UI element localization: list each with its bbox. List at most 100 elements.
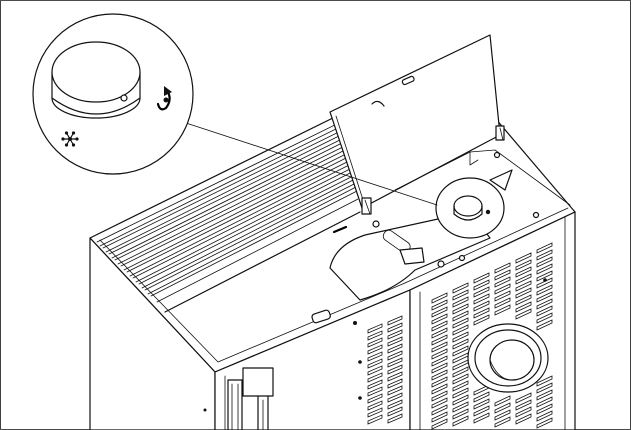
top-grille [96,117,360,303]
vent-slot [452,401,469,413]
vent-slot [431,376,448,388]
vent-slot [367,400,383,411]
vent-slot [367,337,383,348]
vent-slot [494,395,511,407]
vent-slot [515,266,532,278]
vent-slot [431,362,448,374]
vent-slot [452,380,469,392]
vent-slot [515,399,532,411]
vent-slot [536,242,553,254]
vent-slot [473,405,490,417]
vent-slot [452,373,469,385]
vent-slot [473,314,490,326]
top-dial-assembly [435,169,513,239]
grille-front-edge [164,211,361,313]
vent-slot [515,252,532,264]
vent-slot [494,297,511,309]
vent-slot [473,307,490,319]
vent-slot [536,410,553,422]
front-left-slot-column [227,367,274,430]
vent-slot [431,404,448,416]
vent-slot [494,276,511,288]
vent-slot [367,351,383,362]
vent-slot [431,411,448,423]
dial-knob [453,195,483,217]
vent-slot [494,409,511,421]
vent-slot [431,299,448,311]
vent-slot [536,284,553,296]
lid-handle [371,100,385,107]
vent-slot [515,406,532,418]
vent-slot [536,256,553,268]
left-face [89,237,216,430]
vent-slot [431,418,448,430]
vent-slot [536,319,553,331]
vent-slot [536,403,553,415]
vent-slot [431,327,448,339]
vent-slot [431,341,448,353]
vent-slot [367,330,383,341]
flue-collar [467,323,549,393]
vent-slot [473,398,490,410]
vent-slot [387,343,403,354]
vent-slot [536,389,553,401]
vent-slot [452,394,469,406]
vent-slot [536,417,553,429]
vent-slot [515,294,532,306]
vent-slot [387,336,403,347]
right-vent-slots [431,242,553,430]
vent-slot [536,270,553,282]
vent-slot [387,364,403,375]
vent-slot [431,397,448,409]
callout-knob-top [51,41,141,103]
vent-slot [367,379,383,390]
vent-slot [536,305,553,317]
vent-slot [431,306,448,318]
vent-slot [452,408,469,420]
vent-slot [473,293,490,305]
vent-slot [367,414,383,425]
detail-callout [32,13,194,175]
vent-slot [473,279,490,291]
vent-slot [515,413,532,425]
vent-slot [473,300,490,312]
vent-slot [452,289,469,301]
hinge-left [361,197,372,215]
vent-slot [452,345,469,357]
service-panel [329,211,491,301]
vent-slot [452,317,469,329]
vent-slot [367,393,383,404]
vent-slot [515,287,532,299]
vent-slot [431,313,448,325]
vent-slot [367,323,383,334]
vent-slot [536,375,553,387]
vent-slot [536,396,553,408]
front-vent-slots [367,315,403,425]
callout-knob-dot [120,94,128,102]
warning-triangle [489,169,513,191]
vent-slot [387,371,403,382]
vent-slot [536,291,553,303]
vent-slot [515,301,532,313]
vent-slot [431,348,448,360]
vent-slot [515,308,532,320]
front-latch [311,309,331,324]
vent-slot [473,412,490,424]
vent-slot [452,303,469,315]
vent-slot [387,350,403,361]
vent-slot [515,280,532,292]
rear-rail [394,149,571,206]
vent-slot [431,390,448,402]
vent-slot [387,406,403,417]
bolts [203,151,547,412]
vent-slot [536,298,553,310]
vent-slot [452,331,469,343]
top-edge-bevel-right [404,207,569,284]
hinged-lid [329,34,505,215]
vent-slot [515,273,532,285]
callout-leader-line [185,122,438,206]
vent-slot [452,324,469,336]
vent-slot [367,386,383,397]
vent-slot [494,269,511,281]
